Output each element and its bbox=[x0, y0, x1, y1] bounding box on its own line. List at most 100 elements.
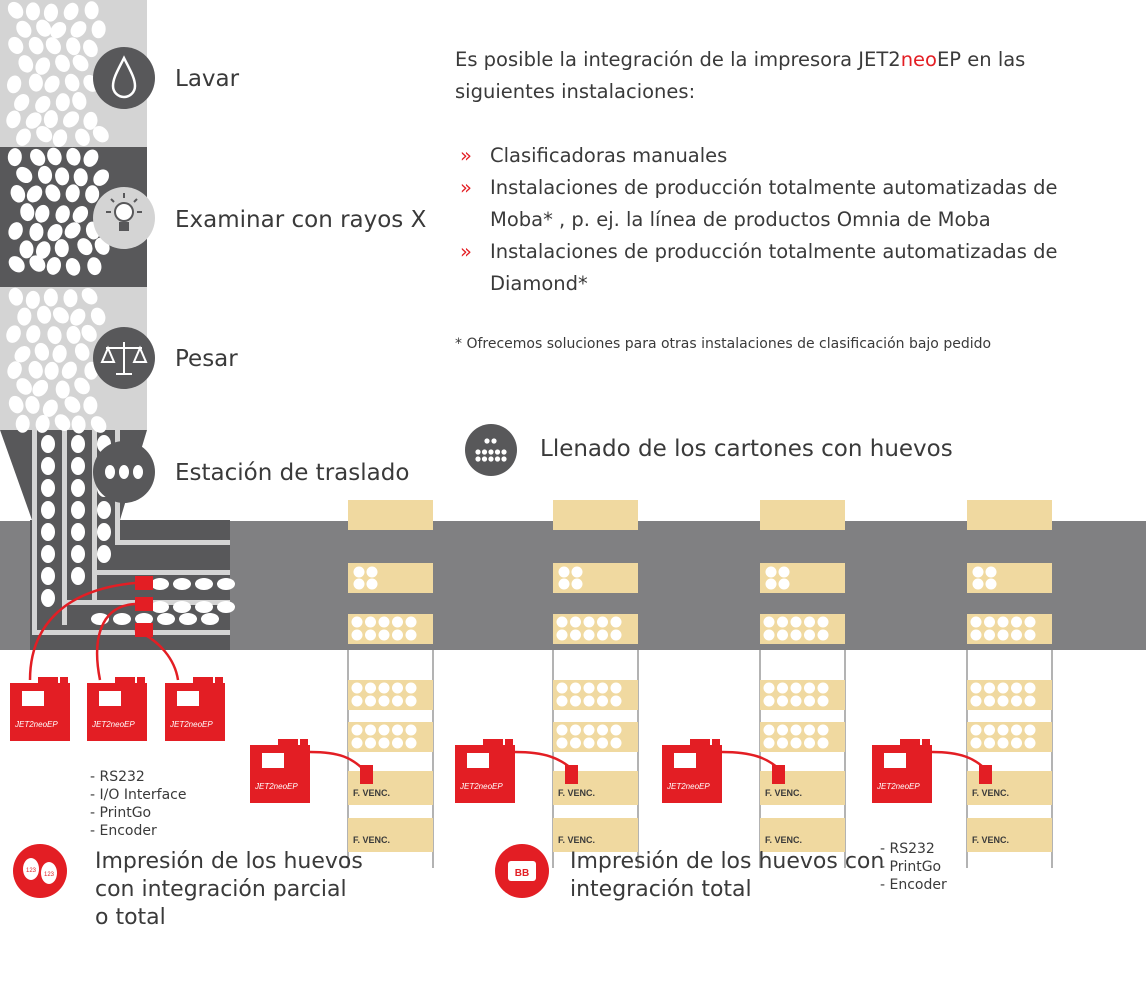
egg bbox=[778, 566, 790, 578]
egg bbox=[817, 724, 829, 736]
egg bbox=[71, 457, 85, 475]
egg bbox=[1024, 695, 1036, 707]
egg bbox=[72, 92, 87, 110]
installation-item: Instalaciones de producción totalmente a… bbox=[460, 172, 1120, 236]
printer-logo: JET2neoEP bbox=[254, 782, 298, 791]
egg bbox=[6, 110, 21, 129]
egg bbox=[570, 695, 581, 707]
egg bbox=[366, 566, 378, 578]
best-before-label: F. VENC. bbox=[558, 788, 595, 798]
egg bbox=[556, 616, 568, 628]
egg bbox=[405, 629, 417, 641]
egg bbox=[46, 257, 62, 275]
carton-full bbox=[967, 614, 1052, 644]
egg bbox=[7, 148, 22, 167]
egg bbox=[19, 240, 34, 259]
printer-top bbox=[115, 677, 135, 687]
printer-display bbox=[22, 691, 44, 706]
jet2neo-printer: JET2neoEP bbox=[455, 739, 515, 803]
best-before-label: F. VENC. bbox=[972, 835, 1009, 845]
egg bbox=[83, 111, 98, 130]
carton-full bbox=[760, 722, 845, 752]
carton-full bbox=[553, 722, 638, 752]
lightbulb-icon bbox=[93, 187, 155, 249]
egg bbox=[65, 257, 81, 276]
printer-top bbox=[300, 739, 308, 749]
printer-logo: JET2neoEP bbox=[169, 720, 213, 729]
egg bbox=[804, 629, 815, 641]
installation-item: Clasificadoras manuales bbox=[460, 140, 1120, 172]
egg bbox=[16, 20, 32, 38]
egg bbox=[583, 616, 595, 628]
egg bbox=[597, 629, 608, 641]
egg bbox=[984, 616, 995, 628]
egg bbox=[71, 501, 85, 519]
empty-carton bbox=[967, 500, 1052, 530]
best-before-label: F. VENC. bbox=[353, 835, 390, 845]
egg bbox=[43, 288, 58, 307]
printer-display bbox=[674, 753, 696, 768]
egg bbox=[84, 1, 99, 20]
caption-partial: Impresión de los huevos con integración … bbox=[95, 849, 363, 930]
egg bbox=[8, 222, 23, 240]
installations-list: Clasificadoras manuales Instalaciones de… bbox=[460, 140, 1120, 300]
egg bbox=[90, 307, 106, 326]
tray-dot bbox=[484, 438, 490, 444]
egg bbox=[14, 346, 31, 363]
egg bbox=[1011, 737, 1022, 749]
egg bbox=[1024, 737, 1036, 749]
egg bbox=[763, 682, 775, 694]
printhead bbox=[772, 765, 785, 784]
egg bbox=[71, 435, 85, 453]
egg bbox=[25, 2, 40, 21]
egg bbox=[113, 613, 131, 625]
egg bbox=[366, 578, 378, 590]
egg bbox=[45, 37, 61, 55]
printer-display bbox=[177, 691, 199, 706]
egg bbox=[984, 629, 995, 641]
egg bbox=[777, 695, 788, 707]
jet2neo-printer: JET2neoEP bbox=[662, 739, 722, 803]
step-wash-label: Lavar bbox=[175, 66, 240, 92]
egg bbox=[597, 616, 608, 628]
carton-lanes: F. VENC.F. VENC.F. VENC.F. VENC.F. VENC.… bbox=[347, 500, 1053, 868]
egg bbox=[83, 396, 98, 415]
step-xray-label: Examinar con rayos X bbox=[175, 207, 427, 233]
egg bbox=[405, 616, 417, 628]
carton-lane: F. VENC.F. VENC. bbox=[347, 500, 434, 868]
egg bbox=[8, 395, 24, 414]
egg bbox=[54, 414, 71, 431]
egg bbox=[790, 682, 802, 694]
egg bbox=[47, 224, 63, 242]
egg bbox=[71, 523, 85, 541]
egg bbox=[558, 578, 570, 590]
egg bbox=[28, 73, 43, 92]
egg bbox=[804, 616, 815, 628]
egg bbox=[7, 75, 22, 94]
carton-full bbox=[348, 722, 433, 752]
egg bbox=[52, 307, 69, 324]
egg bbox=[71, 415, 86, 434]
printer-logo: JET2neoEP bbox=[14, 720, 58, 729]
jet2neo-printer: JET2neoEP bbox=[87, 677, 147, 741]
egg bbox=[63, 2, 79, 21]
egg bbox=[970, 616, 982, 628]
egg bbox=[378, 724, 390, 736]
intro-text: Es posible la integración de la impresor… bbox=[455, 44, 1115, 108]
egg bbox=[997, 695, 1009, 707]
egg bbox=[817, 682, 829, 694]
egg bbox=[556, 737, 568, 749]
egg bbox=[43, 3, 58, 22]
jet2neo-printer: JET2neoEP bbox=[872, 739, 932, 803]
eggs-row-icon bbox=[93, 441, 155, 503]
egg bbox=[43, 110, 58, 129]
egg bbox=[15, 414, 30, 433]
egg bbox=[610, 724, 622, 736]
egg bbox=[777, 682, 788, 694]
egg bbox=[70, 21, 87, 38]
egg bbox=[64, 222, 81, 239]
printer-top bbox=[193, 677, 213, 687]
egg bbox=[365, 695, 376, 707]
egg bbox=[26, 325, 41, 343]
